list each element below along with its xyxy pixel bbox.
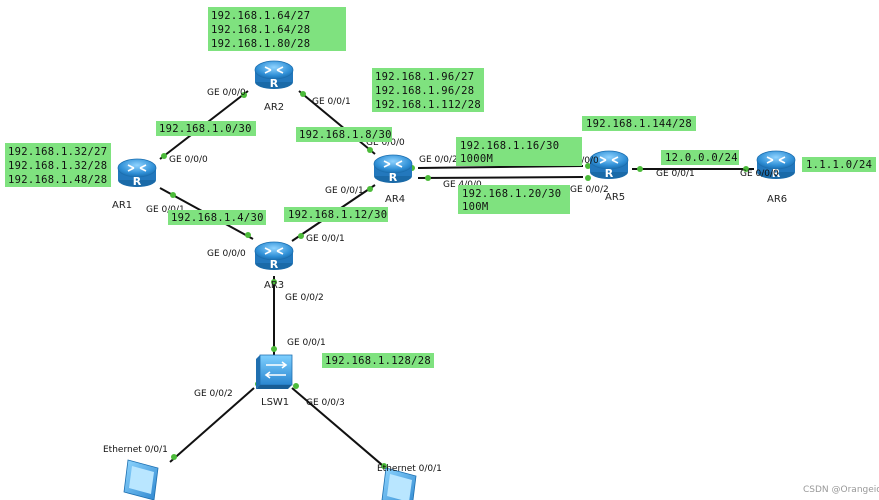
label-ar1: AR1: [112, 200, 132, 211]
router-icon: [373, 154, 413, 185]
port-label: GE 0/0/1: [312, 97, 351, 107]
pc-icon: [381, 467, 417, 500]
net-ar6-lan-text: 1.1.1.0/24: [806, 159, 872, 171]
port-label: GE 0/0/0: [207, 249, 246, 259]
net-link-ar4-ar5-b: 192.168.1.20/30 100M: [458, 185, 570, 214]
pc-1[interactable]: [123, 459, 159, 500]
port-label: GE 0/0/1: [325, 186, 364, 196]
pc-icon: [123, 459, 159, 500]
net-link-ar5-ar6: 12.0.0.0/24: [661, 150, 739, 165]
link-ar2-ar4[interactable]: [298, 90, 376, 155]
net-link-ar2-ar4-text: 192.168.1.8/30: [299, 129, 392, 141]
net-ar1-lan-line-1: 192.168.1.32/27: [8, 146, 107, 158]
net-link-ar1-ar2: 192.168.1.0/30: [156, 121, 256, 136]
port-labels: GE 0/0/0 GE 0/0/1 GE 0/0/0 GE 0/0/1 GE 0…: [103, 88, 779, 474]
pc-2[interactable]: [381, 467, 417, 500]
label-ar6: AR6: [767, 194, 787, 205]
port-label: GE 0/0/1: [287, 338, 326, 348]
net-link-ar5-ar6-text: 12.0.0.0/24: [665, 152, 738, 164]
port-label: GE 0/0/2: [194, 389, 233, 399]
label-ar4: AR4: [385, 194, 405, 205]
switch-icon: [256, 354, 293, 389]
port-label: GE 0/0/3: [306, 398, 345, 408]
net-ar4-lan-line-1: 192.168.1.96/27: [375, 71, 474, 83]
net-ar5-lan: 192.168.1.144/28: [582, 116, 696, 131]
net-lsw-lan: 192.168.1.128/28: [322, 353, 434, 368]
net-link-ar2-ar4: 192.168.1.8/30: [296, 127, 392, 142]
net-link-ar4-ar5-a-line-1: 192.168.1.16/30: [460, 140, 559, 152]
net-link-ar3-ar4-text: 192.168.1.12/30: [288, 209, 387, 221]
net-link-ar1-ar3-text: 192.168.1.4/30: [171, 212, 264, 224]
net-link-ar4-ar5-b-line-2: 100M: [462, 201, 489, 213]
port-label: GE 0/0/2: [419, 155, 458, 165]
port-label: Ethernet 0/0/1: [377, 464, 442, 474]
router-ar1[interactable]: [117, 158, 157, 189]
net-link-ar3-ar4: 192.168.1.12/30: [284, 207, 388, 222]
port-label: GE 0/0/2: [285, 293, 324, 303]
net-link-ar4-ar5-a: 192.168.1.16/30 1000M: [456, 137, 582, 166]
port-dots: [161, 91, 749, 469]
net-link-ar1-ar2-text: 192.168.1.0/30: [159, 123, 252, 135]
net-ar4-lan-line-2: 192.168.1.96/28: [375, 85, 474, 97]
link-lsw1-pc1[interactable]: [169, 387, 255, 463]
net-ar2-lan-line-3: 192.168.1.80/28: [211, 38, 310, 50]
net-link-ar4-ar5-b-line-1: 192.168.1.20/30: [462, 188, 561, 200]
port-label: GE 0/0/1: [306, 234, 345, 244]
port-label: Ethernet 0/0/1: [103, 445, 168, 455]
net-ar5-lan-text: 192.168.1.144/28: [586, 118, 692, 130]
port-label: GE 0/0/0: [169, 155, 208, 165]
router-ar3[interactable]: [254, 241, 294, 272]
port-label: GE 0/0/0: [740, 169, 779, 179]
label-lsw1: LSW1: [261, 397, 289, 408]
router-ar2[interactable]: [254, 60, 294, 91]
switch-lsw1[interactable]: [256, 354, 293, 389]
label-ar3: AR3: [264, 280, 284, 291]
router-ar4[interactable]: [373, 154, 413, 185]
net-link-ar4-ar5-a-line-2: 1000M: [460, 153, 493, 165]
port-label: GE 0/0/1: [656, 169, 695, 179]
net-ar2-lan: 192.168.1.64/27 192.168.1.64/28 192.168.…: [208, 7, 346, 51]
net-ar6-lan: 1.1.1.0/24: [802, 157, 876, 172]
router-icon: [117, 158, 157, 189]
port-label: GE 0/0/0: [207, 88, 246, 98]
link-ar4-ar5-a[interactable]: [417, 165, 584, 169]
net-link-ar1-ar3: 192.168.1.4/30: [168, 210, 266, 225]
port-label: GE 0/0/0: [366, 138, 405, 148]
net-ar1-lan: 192.168.1.32/27 192.168.1.32/28 192.168.…: [5, 143, 111, 187]
watermark: CSDN @Orangeio: [803, 485, 879, 495]
net-ar1-lan-line-2: 192.168.1.32/28: [8, 160, 107, 172]
net-lsw-lan-text: 192.168.1.128/28: [325, 355, 431, 367]
label-ar2: AR2: [264, 102, 284, 113]
net-ar1-lan-line-3: 192.168.1.48/28: [8, 174, 107, 186]
link-ar4-ar5-b[interactable]: [417, 176, 584, 179]
label-ar5: AR5: [605, 192, 625, 203]
router-icon: [254, 60, 294, 91]
port-label: GE 0/0/1: [146, 205, 185, 215]
router-icon: [254, 241, 294, 272]
net-ar4-lan-line-3: 192.168.1.112/28: [375, 99, 481, 111]
link-lsw1-pc2[interactable]: [291, 387, 389, 471]
net-ar2-lan-line-1: 192.168.1.64/27: [211, 10, 310, 22]
net-ar4-lan: 192.168.1.96/27 192.168.1.96/28 192.168.…: [372, 68, 484, 112]
net-ar2-lan-line-2: 192.168.1.64/28: [211, 24, 310, 36]
port-label: GE 0/0/2: [570, 185, 609, 195]
